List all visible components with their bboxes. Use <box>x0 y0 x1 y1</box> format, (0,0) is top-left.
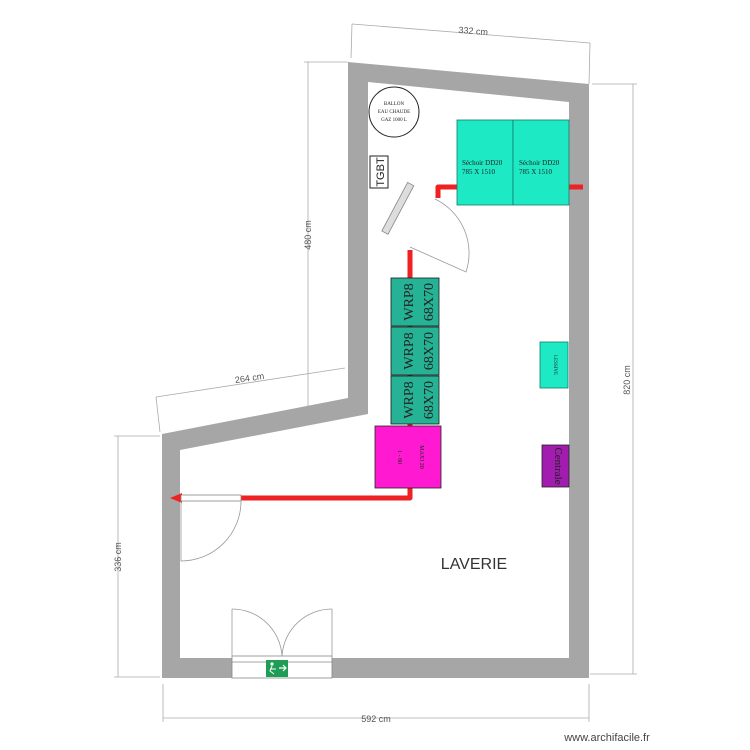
dimension-diagonal-label: 264 cm <box>234 371 265 385</box>
dryer-door-leaf <box>381 181 415 235</box>
dryer-1-box <box>456 119 514 206</box>
side-door[interactable] <box>180 494 242 562</box>
dimension-tick <box>588 42 591 85</box>
dryer-1[interactable]: Séchoir DD20 785 X 1510 <box>456 119 514 206</box>
water-heater-line3: GAZ 1000 L <box>381 118 407 123</box>
dimension-top-label: 332 cm <box>458 25 488 37</box>
dimension-line-top <box>351 23 591 44</box>
dimension-tick <box>155 396 161 433</box>
lessive-dispenser[interactable]: LESSIVE <box>539 341 569 389</box>
washer-1-size: 68X70 <box>422 283 437 321</box>
washer-3-model: WRP8 <box>402 381 417 418</box>
dimension-line-diagonal <box>155 367 346 398</box>
water-heater-line1: BALLON <box>384 102 405 107</box>
washer-2-box <box>390 326 440 376</box>
dimension-upper-left-label: 480 cm <box>303 220 313 250</box>
console-label: Centrale <box>552 447 564 484</box>
exit-person-icon <box>270 662 274 666</box>
exit-arrow-icon <box>279 664 287 672</box>
magenta-washer-box <box>374 425 442 489</box>
washer-3-box <box>390 375 440 425</box>
water-heater[interactable]: BALLON EAU CHAUDE GAZ 1000 L <box>368 86 420 138</box>
dimension-left-label: 336 cm <box>113 542 123 572</box>
entrance-swing-left <box>231 608 283 657</box>
tgbt-box <box>369 155 389 189</box>
dimension-right-label: 820 cm <box>622 365 632 395</box>
emergency-exit-sign <box>266 660 288 677</box>
dimension-bottom-label: 592 cm <box>361 714 391 724</box>
tgbt-panel[interactable]: TGBT <box>369 155 389 189</box>
side-door-leaf <box>180 494 242 502</box>
dryer-2-size: 785 X 1510 <box>519 168 553 176</box>
magenta-washer[interactable]: MAXI 20 1 - 80 <box>374 425 442 489</box>
tgbt-label: TGBT <box>375 157 387 187</box>
console-box <box>541 444 570 488</box>
dryer-1-size: 785 X 1510 <box>462 168 496 176</box>
washer-3-size: 68X70 <box>422 381 437 419</box>
entrance-swing-right <box>281 608 333 657</box>
side-door-swing <box>180 500 242 562</box>
pipe-arrow-icon <box>170 493 182 503</box>
exit-person-body <box>269 665 276 675</box>
dryer-door-swing <box>409 198 470 273</box>
washer-2-model: WRP8 <box>402 332 417 369</box>
central-console[interactable]: Centrale <box>541 444 570 488</box>
washer-3[interactable]: WRP8 68X70 <box>390 375 440 425</box>
room-label: LAVERIE <box>441 556 507 573</box>
washer-1-box <box>390 277 440 327</box>
washer-1-model: WRP8 <box>402 283 417 320</box>
lessive-box <box>539 341 569 389</box>
magenta-washer-line1: MAXI 20 <box>418 445 424 469</box>
dryer-room-door[interactable] <box>381 181 470 273</box>
dryer-1-name: Séchoir DD20 <box>462 159 503 167</box>
dryer-2-box <box>512 119 570 206</box>
magenta-washer-line2: 1 - 80 <box>396 450 402 464</box>
water-heater-line2: EAU CHAUDE <box>378 110 410 115</box>
dryer-2[interactable]: Séchoir DD20 785 X 1510 <box>512 119 570 206</box>
lessive-label: LESSIVE <box>552 355 557 375</box>
water-heater-circle <box>368 86 420 138</box>
watermark: www.archifacile.fr <box>563 732 650 744</box>
washer-1[interactable]: WRP8 68X70 <box>390 277 440 327</box>
washer-2-size: 68X70 <box>422 332 437 370</box>
washer-2[interactable]: WRP8 68X70 <box>390 326 440 376</box>
dimension-tick <box>350 23 353 59</box>
dryer-2-name: Séchoir DD20 <box>519 159 560 167</box>
dimension-lines <box>114 23 637 722</box>
